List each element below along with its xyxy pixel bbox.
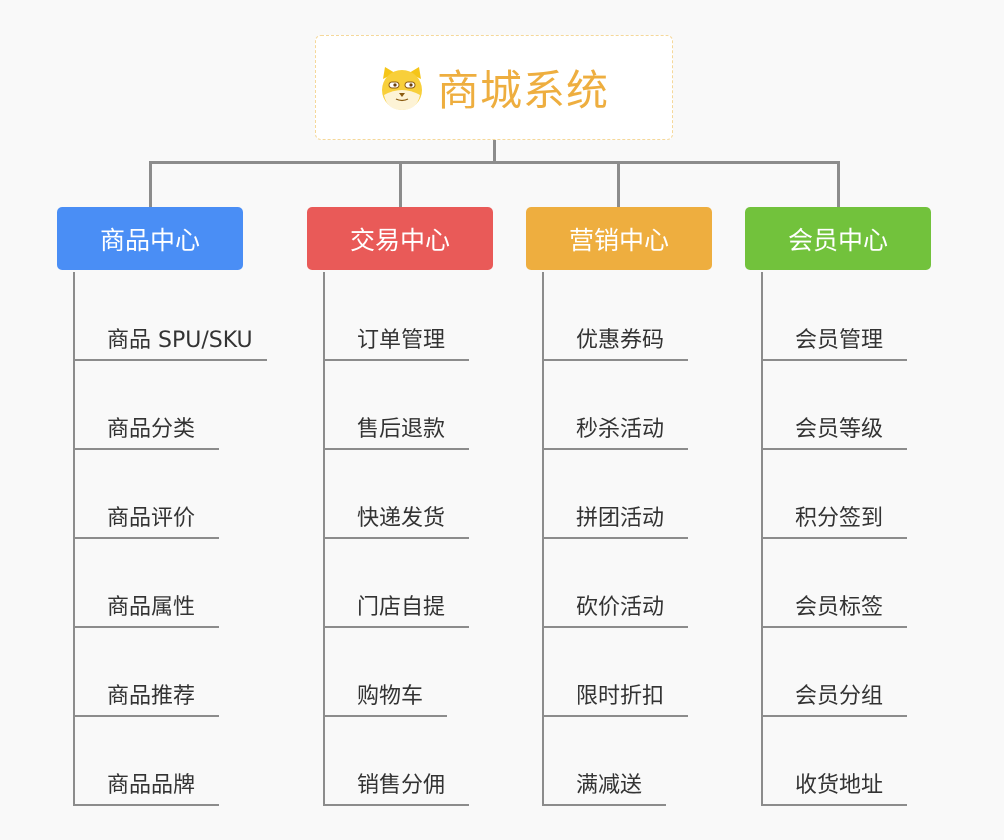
list-item: 会员管理 <box>763 272 931 361</box>
list-item: 快递发货 <box>325 450 493 539</box>
center-header: 交易中心 <box>307 207 493 270</box>
list-item: 会员等级 <box>763 361 931 450</box>
list-item: 优惠券码 <box>544 272 712 361</box>
item-label: 积分签到 <box>763 505 908 539</box>
list-item: 拼团活动 <box>544 450 712 539</box>
center-header: 营销中心 <box>526 207 712 270</box>
item-label: 会员等级 <box>763 416 908 450</box>
root-node: 商城系统 <box>315 35 673 140</box>
list-item: 订单管理 <box>325 272 493 361</box>
item-label: 商品属性 <box>75 594 220 628</box>
connector-line <box>399 162 402 207</box>
list-item: 秒杀活动 <box>544 361 712 450</box>
root-title: 商城系统 <box>436 66 609 115</box>
center-column: 会员中心会员管理会员等级积分签到会员标签会员分组收货地址 <box>745 207 931 806</box>
list-item: 售后退款 <box>325 361 493 450</box>
item-label: 商品 SPU/SKU <box>75 327 267 361</box>
list-item: 满减送 <box>544 717 712 806</box>
item-label: 限时折扣 <box>544 683 689 717</box>
connector-line <box>617 162 620 207</box>
item-label: 售后退款 <box>325 416 470 450</box>
connector-line <box>837 162 840 207</box>
item-label: 会员管理 <box>763 327 908 361</box>
center-header: 商品中心 <box>57 207 243 270</box>
list-item: 购物车 <box>325 628 493 717</box>
item-label: 会员标签 <box>763 594 908 628</box>
list-item: 商品分类 <box>75 361 267 450</box>
list-item: 积分签到 <box>763 450 931 539</box>
item-label: 砍价活动 <box>544 594 689 628</box>
item-list: 订单管理售后退款快递发货门店自提购物车销售分佣 <box>323 272 493 806</box>
list-item: 商品品牌 <box>75 717 267 806</box>
item-label: 门店自提 <box>325 594 470 628</box>
connector-line <box>493 140 496 163</box>
list-item: 销售分佣 <box>325 717 493 806</box>
item-label: 购物车 <box>325 683 448 717</box>
list-item: 商品推荐 <box>75 628 267 717</box>
item-list: 会员管理会员等级积分签到会员标签会员分组收货地址 <box>761 272 931 806</box>
list-item: 门店自提 <box>325 539 493 628</box>
item-label: 快递发货 <box>325 505 470 539</box>
center-header: 会员中心 <box>745 207 931 270</box>
item-label: 商品评价 <box>75 505 220 539</box>
list-item: 限时折扣 <box>544 628 712 717</box>
center-column: 交易中心订单管理售后退款快递发货门店自提购物车销售分佣 <box>307 207 493 806</box>
list-item: 商品属性 <box>75 539 267 628</box>
list-item: 商品 SPU/SKU <box>75 272 267 361</box>
item-label: 满减送 <box>544 772 667 806</box>
item-label: 商品品牌 <box>75 772 220 806</box>
item-label: 销售分佣 <box>325 772 470 806</box>
list-item: 收货地址 <box>763 717 931 806</box>
connector-line <box>149 161 840 164</box>
item-label: 收货地址 <box>763 772 908 806</box>
list-item: 会员标签 <box>763 539 931 628</box>
item-label: 拼团活动 <box>544 505 689 539</box>
list-item: 砍价活动 <box>544 539 712 628</box>
item-label: 订单管理 <box>325 327 470 361</box>
item-label: 商品推荐 <box>75 683 220 717</box>
item-label: 优惠券码 <box>544 327 689 361</box>
shiba-dog-logo-icon <box>381 66 422 110</box>
item-label: 商品分类 <box>75 416 220 450</box>
connector-line <box>149 162 152 207</box>
list-item: 商品评价 <box>75 450 267 539</box>
item-label: 秒杀活动 <box>544 416 689 450</box>
item-label: 会员分组 <box>763 683 908 717</box>
center-column: 商品中心商品 SPU/SKU 商品分类商品评价商品属性商品推荐商品品牌 <box>57 207 267 806</box>
list-item: 会员分组 <box>763 628 931 717</box>
item-list: 商品 SPU/SKU 商品分类商品评价商品属性商品推荐商品品牌 <box>73 272 267 806</box>
center-column: 营销中心优惠券码秒杀活动拼团活动砍价活动限时折扣满减送 <box>526 207 712 806</box>
item-list: 优惠券码秒杀活动拼团活动砍价活动限时折扣满减送 <box>542 272 712 806</box>
